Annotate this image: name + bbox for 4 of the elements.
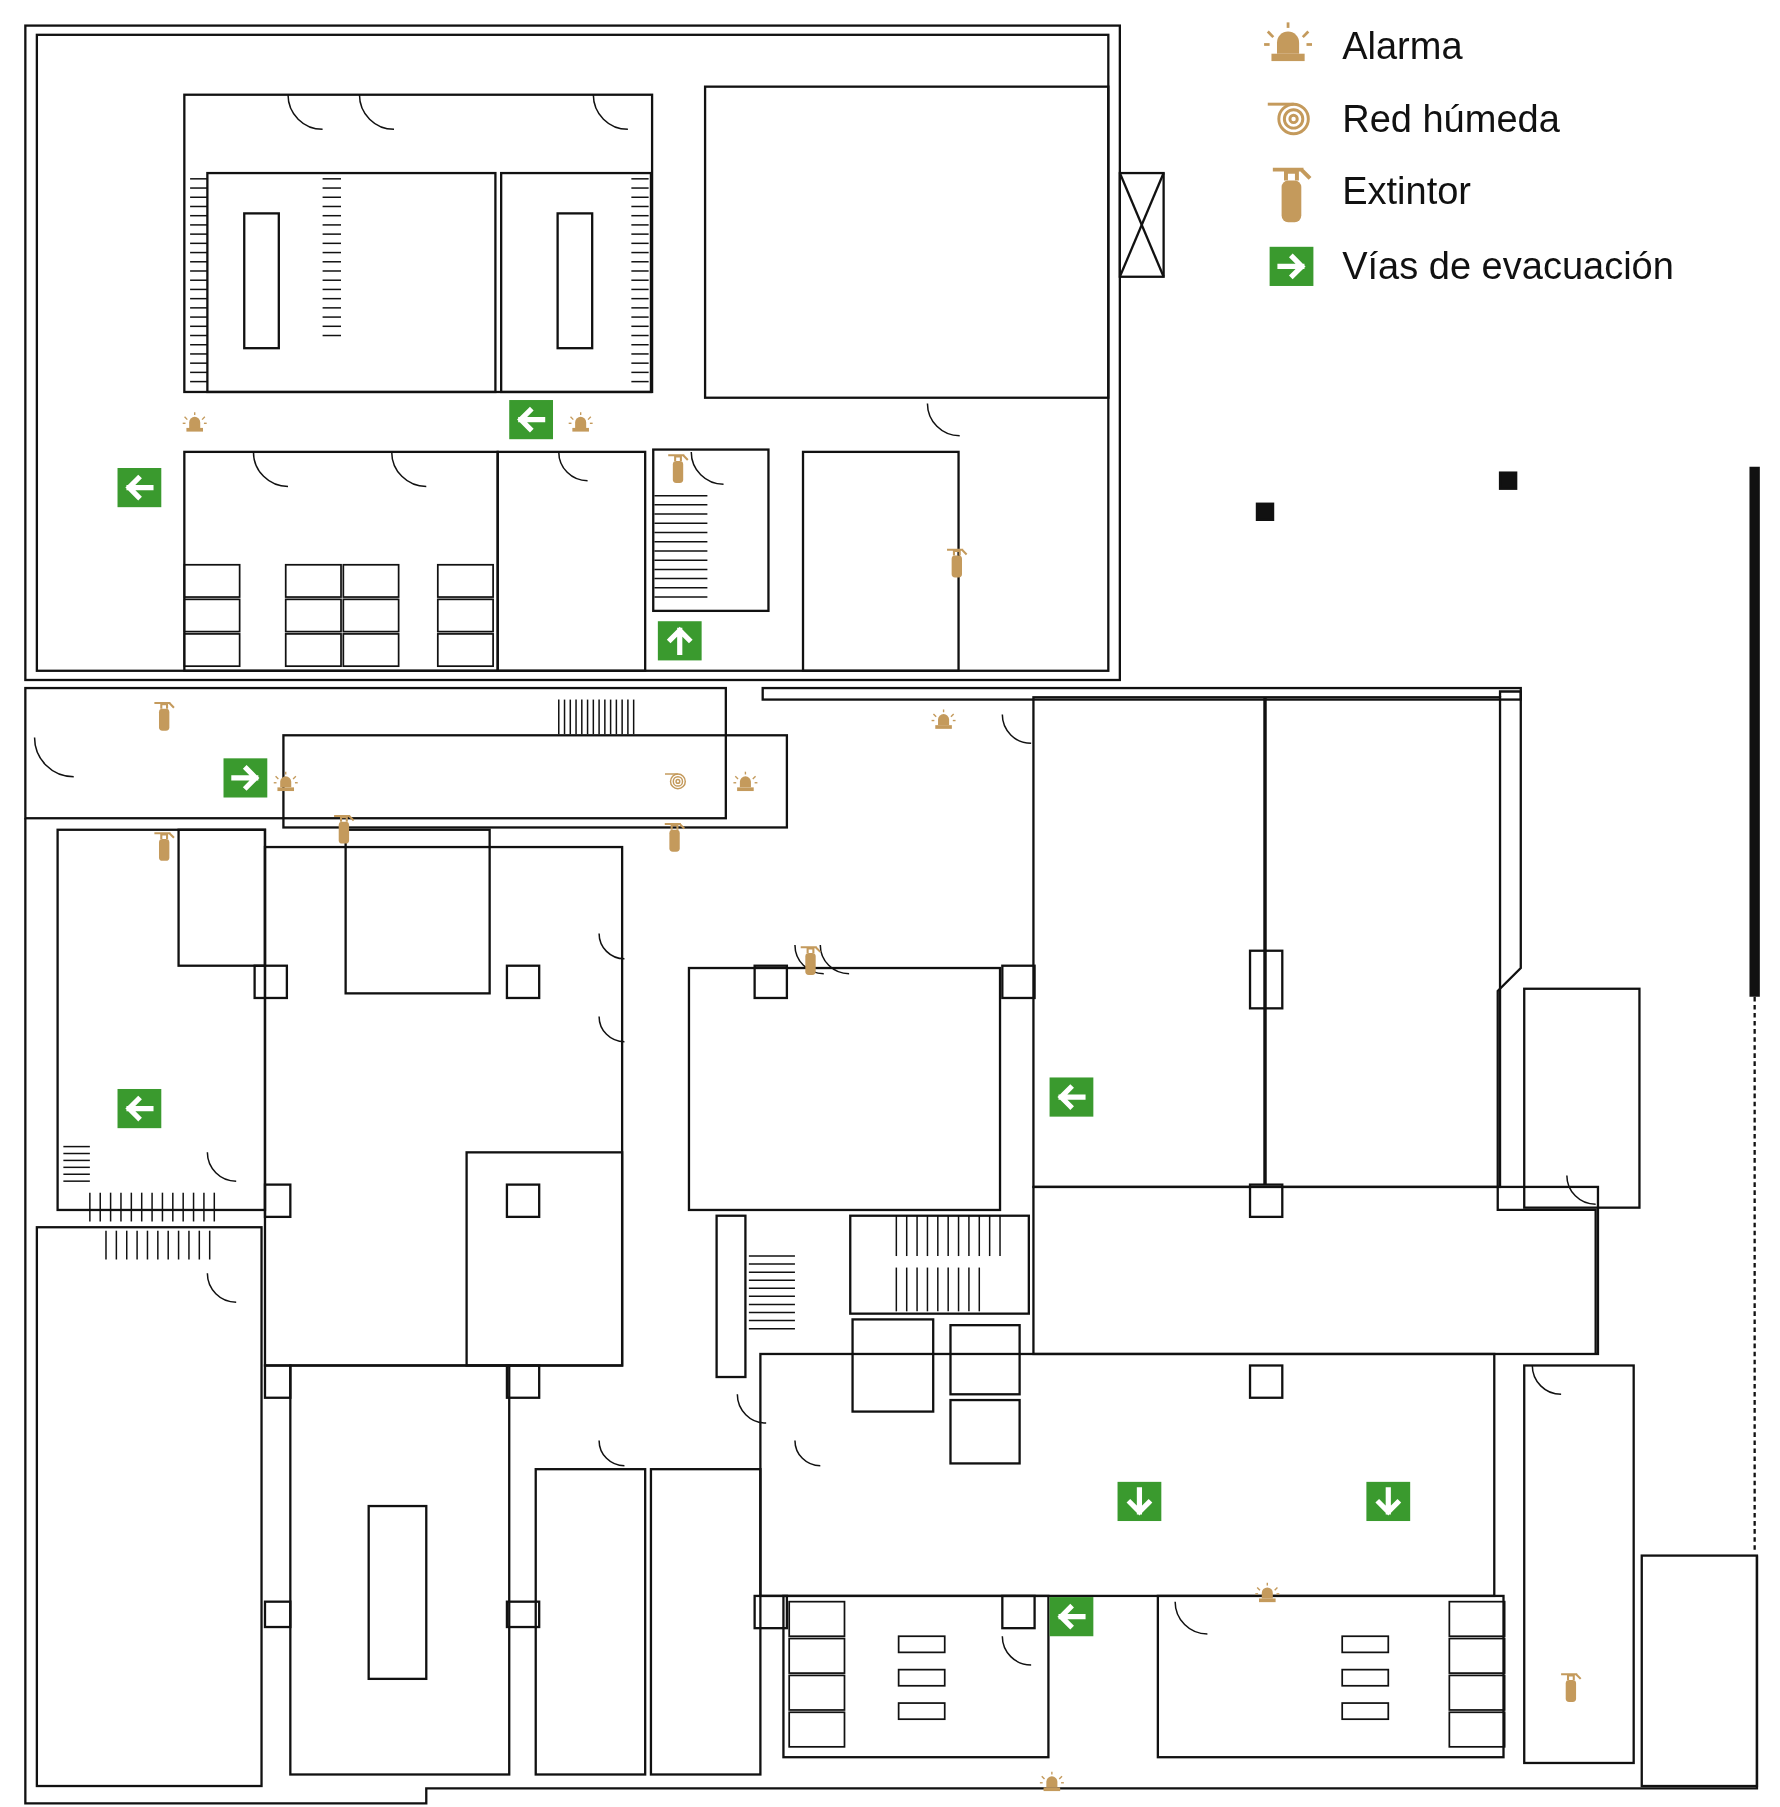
- legend-label: Extintor: [1342, 172, 1471, 211]
- legend-label: Red húmeda: [1342, 99, 1560, 138]
- legend-label: Vías de evacuación: [1342, 247, 1674, 286]
- legend-label: Alarma: [1342, 27, 1463, 66]
